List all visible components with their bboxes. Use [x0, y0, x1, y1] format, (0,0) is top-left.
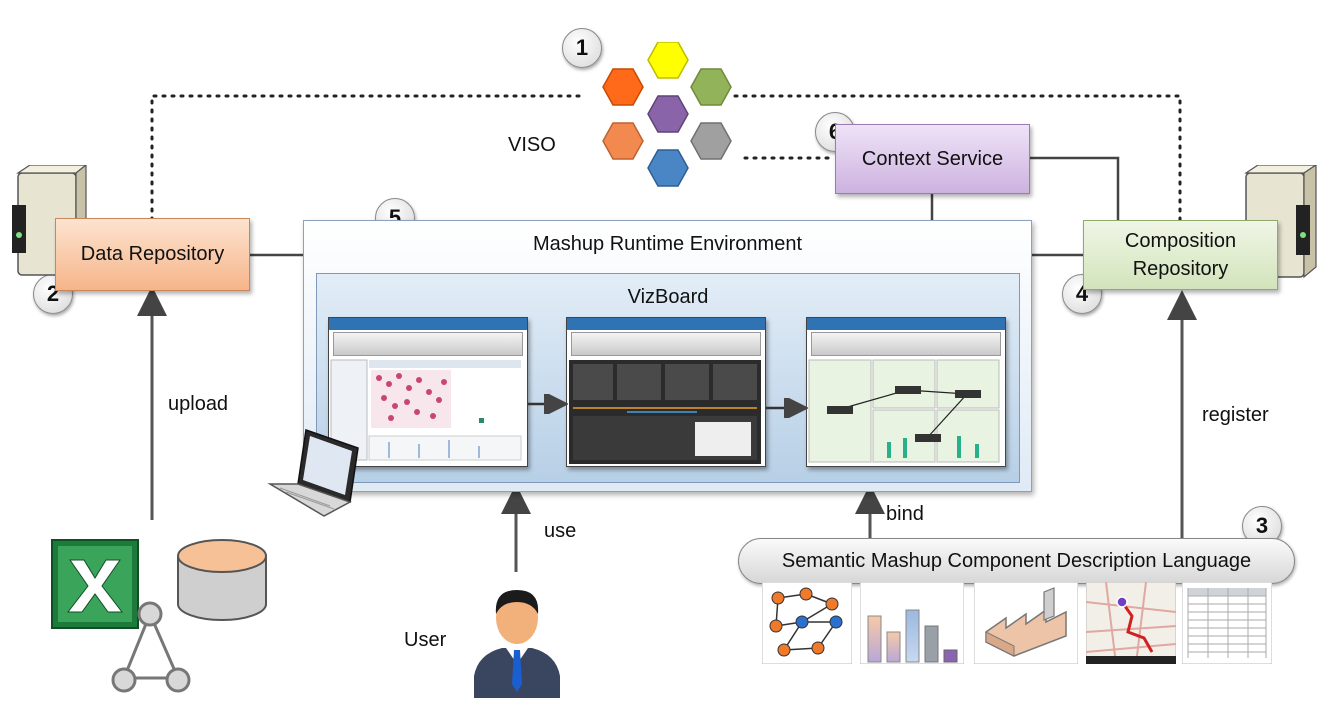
viso-label: VISO [508, 134, 556, 156]
composition-repository-box[interactable]: Composition Repository [1083, 220, 1278, 290]
graph-component-icon [762, 582, 852, 664]
window-3-toolbar [811, 332, 1001, 356]
factory-component-icon [974, 582, 1078, 664]
window-2-titlebar [567, 318, 765, 330]
window-arrow-2 [766, 398, 808, 418]
window-3-titlebar [807, 318, 1005, 330]
window-arrow-1 [528, 394, 568, 414]
hex-orange [602, 68, 644, 106]
hex-yellow [647, 42, 689, 79]
hex-light-orange [602, 122, 644, 160]
vizboard-window-2[interactable] [566, 317, 766, 467]
excel-icon [51, 539, 139, 629]
register-label: register [1202, 404, 1269, 426]
window-1-content [330, 359, 522, 461]
vizboard-window-1[interactable] [328, 317, 528, 467]
window-2-toolbar [571, 332, 761, 356]
upload-label: upload [168, 393, 229, 415]
linked-data-icon [111, 601, 191, 693]
window-3-content [808, 359, 1000, 463]
bar-chart-component-icon [860, 582, 964, 664]
laptop-icon [267, 428, 359, 517]
context-service-box[interactable]: Context Service [835, 124, 1030, 194]
smcdl-label: Semantic Mashup Component Description La… [781, 549, 1252, 572]
window-1-toolbar [333, 332, 523, 356]
runtime-title: Mashup Runtime Environment [532, 233, 802, 255]
composition-repository-label-line2: Repository [1132, 258, 1229, 280]
database-icon [177, 539, 267, 621]
composition-repository-label-line1: Composition [1124, 230, 1237, 252]
map-component-icon [1086, 582, 1176, 664]
hex-blue [647, 149, 689, 187]
line-context-composition [1030, 156, 1120, 220]
window-1-titlebar [329, 318, 527, 330]
user-icon [474, 590, 560, 698]
viso-hexagon-icon [602, 42, 732, 187]
dotted-link-viso-data [150, 94, 587, 222]
table-component-icon [1182, 582, 1272, 664]
data-repository-label: Data Repository [80, 243, 225, 265]
vizboard-window-3[interactable] [806, 317, 1006, 467]
use-label: use [544, 520, 577, 542]
bind-label: bind [886, 503, 924, 525]
vizboard-title: VizBoard [627, 286, 709, 308]
window-2-content [569, 360, 761, 464]
context-service-label: Context Service [861, 147, 1004, 170]
data-repository-box[interactable]: Data Repository [55, 218, 250, 291]
user-label: User [404, 629, 447, 651]
smcdl-pill[interactable]: Semantic Mashup Component Description La… [738, 538, 1295, 584]
hex-purple [647, 95, 689, 133]
badge-1: 1 [562, 28, 602, 68]
hex-gray [690, 122, 732, 160]
hex-green [690, 68, 732, 106]
